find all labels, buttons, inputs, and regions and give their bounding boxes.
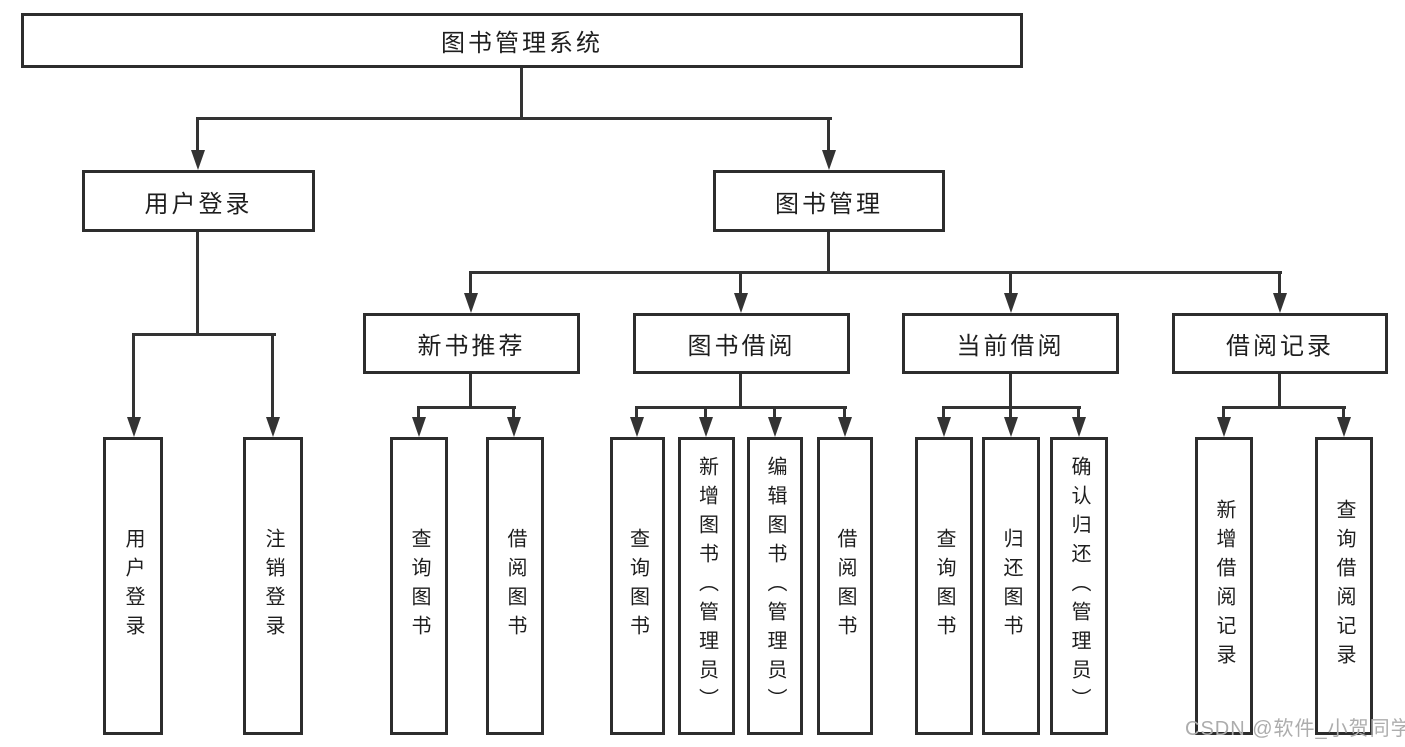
connector-line: [469, 271, 472, 295]
connector-line: [635, 406, 638, 419]
connector-line: [469, 374, 472, 409]
leaf-label: 查询图书: [626, 528, 649, 644]
connector-line: [196, 117, 832, 120]
connector-line: [520, 68, 523, 119]
node-label: 用户登录: [144, 190, 253, 218]
connector-line: [417, 406, 516, 409]
arrowhead-down: [1337, 417, 1351, 437]
connector-line: [942, 406, 945, 419]
arrowhead-down: [1273, 293, 1287, 313]
leaf-borrow-books-borrowing: 借阅图书: [817, 437, 873, 735]
connector-line: [1009, 374, 1012, 409]
connector-line: [773, 406, 776, 419]
connector-line: [271, 333, 274, 419]
arrowhead-down: [699, 417, 713, 437]
node-label: 新书推荐: [417, 333, 526, 360]
leaf-label: 查询借阅记录: [1333, 499, 1355, 673]
leaf-query-books-recommend: 查询图书: [390, 437, 448, 735]
arrowhead-down: [464, 293, 478, 313]
leaf-borrow-books-recommend: 借阅图书: [486, 437, 544, 735]
arrowhead-down: [1004, 293, 1018, 313]
leaf-query-books-borrowing: 查询图书: [610, 437, 665, 735]
arrowhead-down: [734, 293, 748, 313]
leaf-label: 借阅图书: [834, 528, 856, 644]
leaf-label: 确认归还（管理员）: [1068, 455, 1090, 717]
arrowhead-down: [191, 150, 205, 170]
arrowhead-down: [630, 417, 644, 437]
connector-line: [827, 232, 830, 274]
arrowhead-down: [1004, 417, 1018, 437]
connector-line: [1009, 406, 1012, 419]
connector-line: [827, 117, 830, 152]
connector-line: [1009, 271, 1012, 295]
leaf-confirm-return-admin: 确认归还（管理员）: [1050, 437, 1108, 735]
arrowhead-down: [1217, 417, 1231, 437]
node-current-borrowing: 当前借阅: [902, 313, 1119, 374]
leaf-label: 归还图书: [1000, 528, 1022, 644]
leaf-return-book: 归还图书: [982, 437, 1040, 735]
leaf-query-books-current: 查询图书: [915, 437, 973, 735]
arrowhead-down: [127, 417, 141, 437]
connector-line: [1222, 406, 1225, 419]
node-root-system: 图书管理系统: [21, 13, 1023, 68]
arrowhead-down: [937, 417, 951, 437]
node-borrowing-records: 借阅记录: [1172, 313, 1388, 374]
connector-line: [196, 232, 199, 335]
connector-line: [1278, 374, 1281, 409]
leaf-label: 注销登录: [262, 528, 284, 644]
leaf-label: 新增图书（管理员）: [695, 455, 718, 717]
node-user-login-branch: 用户登录: [82, 170, 315, 232]
connector-line: [1278, 271, 1281, 295]
connector-line: [469, 271, 1282, 274]
node-label: 借阅记录: [1226, 333, 1334, 360]
leaf-edit-book-admin: 编辑图书（管理员）: [747, 437, 803, 735]
connector-line: [635, 406, 847, 409]
connector-line: [132, 333, 135, 419]
arrowhead-down: [838, 417, 852, 437]
node-label: 当前借阅: [956, 333, 1065, 360]
arrowhead-down: [768, 417, 782, 437]
leaf-user-login: 用户登录: [103, 437, 163, 735]
node-book-management-branch: 图书管理: [713, 170, 945, 232]
connector-line: [1342, 406, 1345, 419]
node-label: 图书管理系统: [441, 30, 603, 57]
arrowhead-down: [822, 150, 836, 170]
connector-line: [132, 333, 276, 336]
leaf-label: 用户登录: [122, 528, 144, 644]
leaf-label: 借阅图书: [504, 528, 526, 644]
connector-line: [1077, 406, 1080, 419]
node-label: 图书借阅: [687, 333, 796, 360]
node-label: 图书管理: [775, 190, 883, 218]
csdn-watermark: CSDN @软件_小贺同学: [1185, 718, 1405, 740]
connector-line: [739, 271, 742, 295]
leaf-query-borrow-record: 查询借阅记录: [1315, 437, 1373, 735]
leaf-label: 新增借阅记录: [1213, 499, 1235, 673]
leaf-logout: 注销登录: [243, 437, 303, 735]
node-new-book-recommend: 新书推荐: [363, 313, 580, 374]
connector-line: [843, 406, 846, 419]
connector-line: [196, 117, 199, 152]
arrowhead-down: [266, 417, 280, 437]
leaf-label: 查询图书: [933, 528, 955, 644]
connector-line: [417, 406, 420, 419]
connector-line: [704, 406, 707, 419]
connector-line: [512, 406, 515, 419]
leaf-label: 查询图书: [408, 528, 430, 644]
leaf-label: 编辑图书（管理员）: [764, 455, 786, 717]
arrowhead-down: [412, 417, 426, 437]
arrowhead-down: [507, 417, 521, 437]
node-book-borrowing: 图书借阅: [633, 313, 850, 374]
arrowhead-down: [1072, 417, 1086, 437]
connector-line: [1222, 406, 1346, 409]
connector-line: [739, 374, 742, 409]
leaf-add-borrow-record: 新增借阅记录: [1195, 437, 1253, 735]
leaf-add-book-admin: 新增图书（管理员）: [678, 437, 735, 735]
